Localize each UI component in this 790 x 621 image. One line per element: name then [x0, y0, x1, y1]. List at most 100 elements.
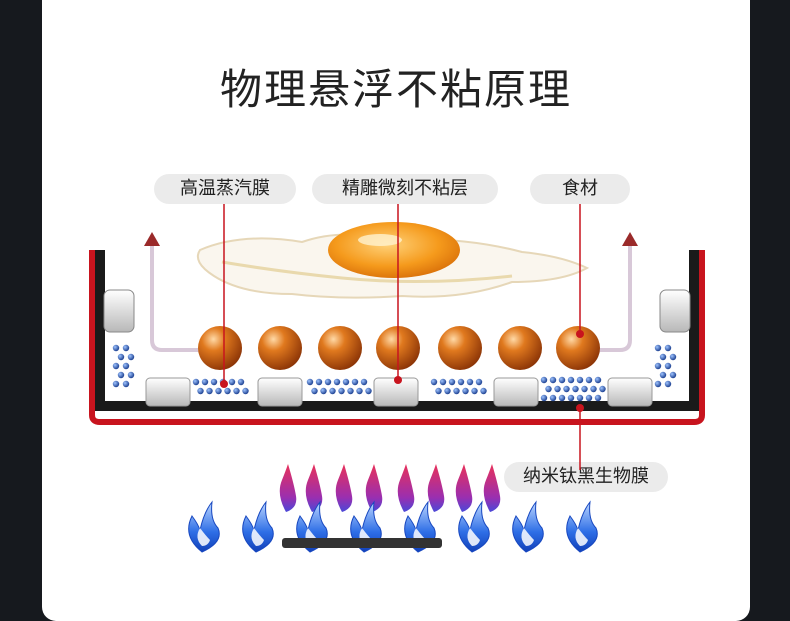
flame-inner — [455, 464, 473, 512]
flame-outer — [512, 500, 544, 553]
flames-inner — [279, 464, 501, 512]
flame-inner — [335, 464, 353, 512]
steam-particle — [480, 387, 487, 395]
steam-particle — [112, 362, 120, 370]
steam-particle — [320, 387, 327, 395]
flame-inner — [365, 464, 383, 512]
flame-core — [521, 528, 534, 546]
steam-particle — [572, 385, 579, 393]
steam-particle — [117, 371, 125, 379]
flame-outer — [458, 500, 490, 553]
suspension-orb — [318, 326, 362, 370]
steam-particle — [549, 376, 557, 384]
flame-inner — [305, 464, 323, 512]
steam-particle — [112, 344, 120, 352]
label-high-temp-steam-film: 高温蒸汽膜 — [154, 174, 296, 204]
steam-particle — [360, 378, 368, 386]
steam-particle — [356, 387, 363, 395]
steam-particle — [435, 387, 442, 395]
label-leader-lines — [223, 204, 581, 470]
steam-particle — [233, 387, 240, 395]
left-wall-block — [103, 289, 135, 333]
steam-particle — [669, 353, 677, 361]
suspension-orb — [556, 326, 600, 370]
steam-particle — [664, 344, 672, 352]
steam-particle — [306, 378, 314, 386]
steam-particle — [112, 380, 120, 388]
steam-particle — [315, 378, 323, 386]
steam-particle — [540, 376, 548, 384]
flame-inner — [397, 464, 415, 512]
steam-particles — [112, 344, 677, 402]
diagram-card: 物理悬浮不粘原理 高温蒸汽膜 精雕微刻不粘层 食材 纳米钛黑生物膜 — [42, 0, 750, 621]
steam-particle — [342, 378, 350, 386]
steam-particle — [664, 362, 672, 370]
flame-core — [251, 528, 264, 546]
steam-particle — [659, 353, 667, 361]
steam-particle — [567, 376, 575, 384]
steam-particle — [654, 344, 662, 352]
flame-inner — [279, 464, 297, 512]
steam-particle — [654, 362, 662, 370]
right-wall-block — [659, 289, 691, 333]
steam-particle — [430, 378, 438, 386]
flame-inner — [483, 464, 501, 512]
suspension-orb — [498, 326, 542, 370]
steam-particle — [215, 387, 222, 395]
steam-particle — [462, 387, 469, 395]
steam-particle — [206, 387, 213, 395]
burner-grate — [282, 538, 442, 548]
steam-particle — [444, 387, 451, 395]
leader-dot-nonstick — [394, 376, 402, 384]
steam-particle — [540, 394, 548, 402]
steam-particle — [457, 378, 465, 386]
steam-particle — [599, 385, 606, 393]
steam-particle — [567, 394, 575, 402]
steam-particle — [192, 378, 200, 386]
leader-dot-food — [576, 330, 584, 338]
steam-particle — [242, 387, 249, 395]
suspension-orb — [438, 326, 482, 370]
label-nano-titanium-black-film: 纳米钛黑生物膜 — [504, 462, 668, 492]
steam-particle — [585, 376, 593, 384]
steam-particle — [475, 378, 483, 386]
steam-particle — [594, 394, 602, 402]
steam-particle — [448, 378, 456, 386]
steam-particle — [545, 385, 552, 393]
steam-particle — [197, 387, 204, 395]
steam-particle — [333, 378, 341, 386]
steam-particle — [347, 387, 354, 395]
steam-particle — [311, 387, 318, 395]
steam-particle — [581, 385, 588, 393]
steam-particle — [122, 344, 130, 352]
steam-particle — [224, 387, 231, 395]
steam-arrow-left — [144, 232, 242, 352]
steam-particle — [654, 380, 662, 388]
steam-particle — [122, 380, 130, 388]
flame-core — [197, 528, 210, 546]
steam-particle — [554, 385, 561, 393]
steam-particle — [439, 378, 447, 386]
steam-particle — [466, 378, 474, 386]
steam-particle — [563, 385, 570, 393]
steam-particle — [201, 378, 209, 386]
steam-particle — [453, 387, 460, 395]
steam-particle — [549, 394, 557, 402]
flame-outer — [188, 500, 220, 553]
steam-particle — [659, 371, 667, 379]
steam-particle — [558, 376, 566, 384]
steam-particle — [228, 378, 236, 386]
page-title: 物理悬浮不粘原理 — [219, 65, 572, 114]
suspension-orbs — [198, 326, 600, 370]
steam-particle — [329, 387, 336, 395]
label-food: 食材 — [530, 174, 630, 204]
steam-particle — [471, 387, 478, 395]
steam-particle — [576, 376, 584, 384]
label-fine-carved-nonstick-layer: 精雕微刻不粘层 — [312, 174, 498, 204]
steam-particle — [590, 385, 597, 393]
leader-dot-steam — [220, 380, 228, 388]
nonstick-diagram — [89, 204, 705, 553]
steam-particle — [324, 378, 332, 386]
steam-particle — [127, 353, 135, 361]
flame-inner — [427, 464, 445, 512]
